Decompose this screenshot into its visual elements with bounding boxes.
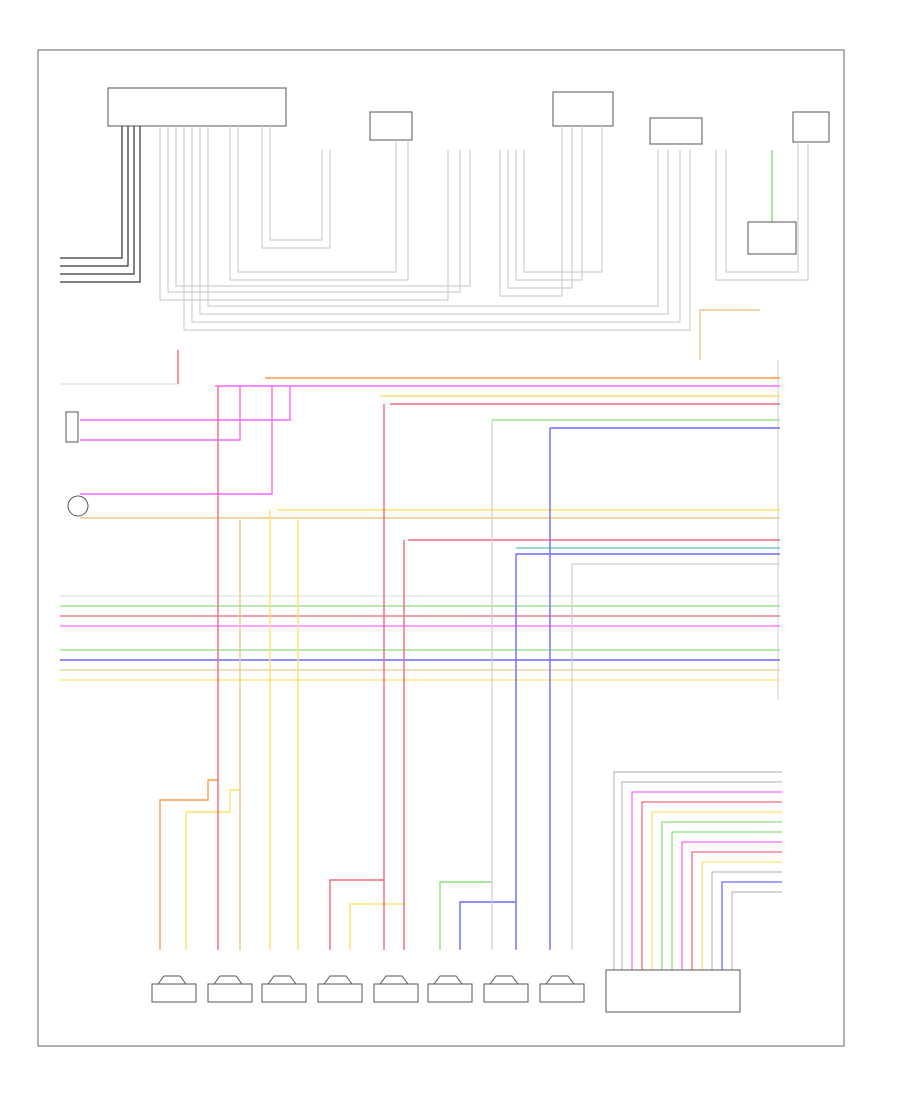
speaker-1 [151, 975, 197, 1003]
speaker-5 [373, 975, 419, 1003]
horizontal-runs [60, 309, 780, 681]
speaker-3 [261, 975, 307, 1003]
amplifier-harness [605, 771, 782, 1013]
module-box-2 [369, 111, 413, 141]
left-device-2 [67, 495, 89, 517]
diagram-frame [37, 49, 845, 1047]
left-device-1 [65, 411, 79, 443]
module-box-3 [552, 91, 614, 127]
top-harness [60, 126, 809, 331]
module-box-6 [747, 221, 797, 255]
speaker-6 [427, 975, 473, 1003]
module-box-4 [649, 117, 703, 145]
module-box-5 [792, 111, 830, 143]
speaker-8 [539, 975, 585, 1003]
speaker-4 [317, 975, 363, 1003]
top-modules [107, 87, 830, 145]
speaker-7 [483, 975, 529, 1003]
amplifier-box [605, 969, 741, 1013]
module-box-1 [107, 87, 287, 127]
speaker-2 [207, 975, 253, 1003]
speaker-drops [159, 386, 573, 950]
left-devices [65, 411, 89, 517]
speakers-row [151, 975, 585, 1003]
